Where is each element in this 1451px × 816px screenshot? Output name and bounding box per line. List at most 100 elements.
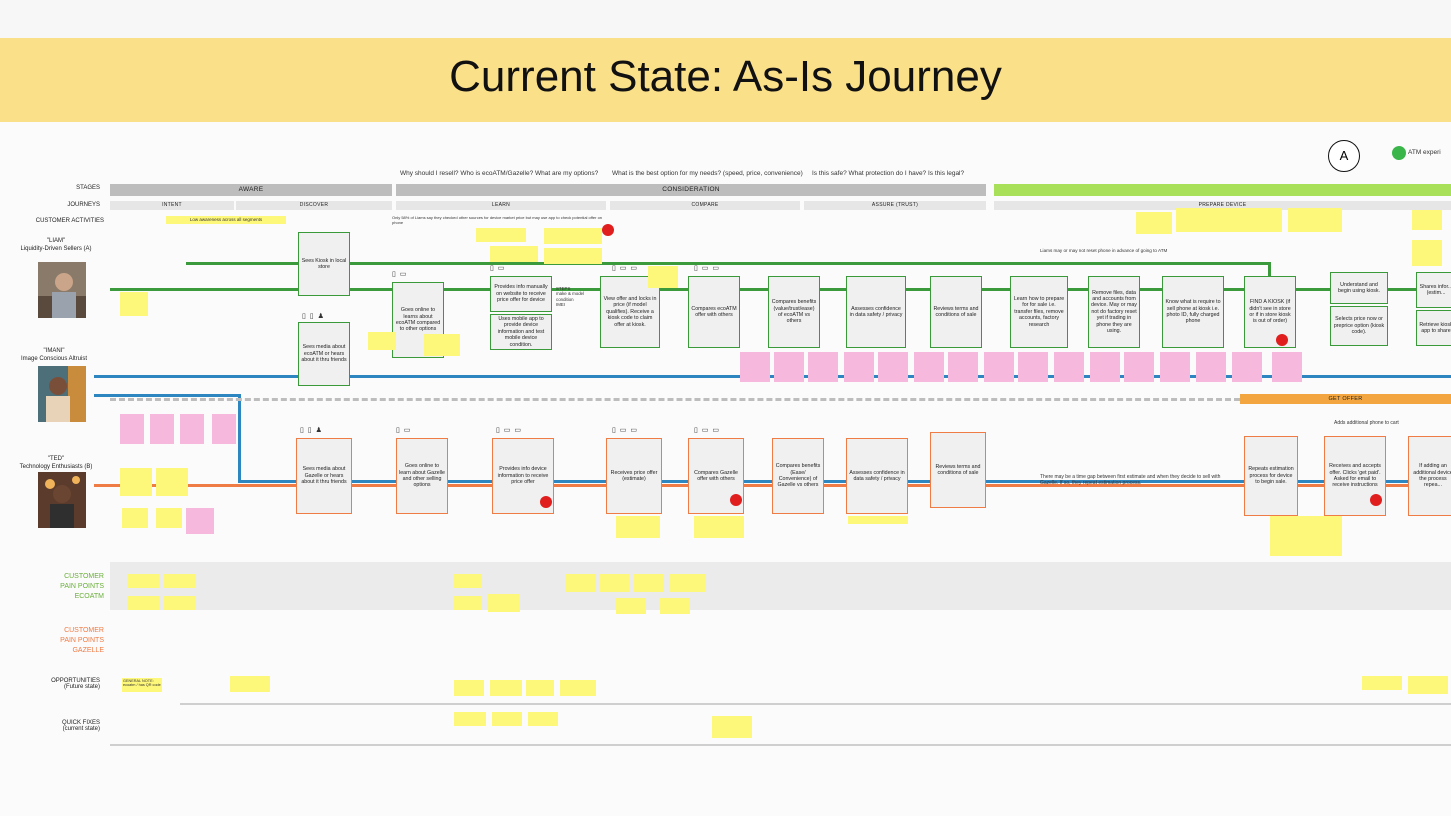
- rooting-note: Liams may or may not reset phone in adva…: [1040, 248, 1168, 253]
- sticky-note: [120, 468, 152, 496]
- pain-label-ecoatm: CUSTOMER PAIN POINTS ECOATM: [0, 572, 104, 601]
- opportunities-divider: [180, 703, 1451, 705]
- pink-sticky: [120, 414, 144, 444]
- pain-sticky: [600, 574, 630, 592]
- question-assure: Is this safe? What protection do I have?…: [812, 170, 965, 177]
- sticky-note: [1412, 240, 1442, 266]
- row-label-opportunities: OPPORTUNITIES (Future state): [0, 678, 100, 690]
- label-line: CUSTOMER: [64, 627, 104, 634]
- imani-branch-down: [238, 394, 241, 482]
- label-line: CUSTOMER: [64, 573, 104, 580]
- atm-experience-icon: [1392, 146, 1406, 160]
- gaz-card-terms: Reviews terms and conditions of sale: [930, 432, 986, 508]
- persona-code: "LIAM": [46, 238, 66, 244]
- ecoatm-pain-band: [110, 562, 1451, 610]
- pain-sticky: [670, 574, 706, 592]
- imani-branch: [94, 394, 239, 397]
- opportunity-sticky: [526, 680, 554, 696]
- activity-awareness-note: Low awareness across all segments: [166, 216, 286, 224]
- row-label-activities: CUSTOMER ACTIVITIES: [35, 218, 104, 224]
- persona-ted-photo: [38, 472, 86, 528]
- sticky-note: [1288, 208, 1342, 232]
- pink-sticky: [1054, 352, 1084, 382]
- eco-card-view-offer: View offer and locks in price (if model …: [600, 276, 660, 348]
- steps-item: make & model: [556, 291, 585, 297]
- opportunity-sticky: [560, 680, 596, 696]
- journey-learn: LEARN: [396, 201, 606, 210]
- eco-card-compares-offer: Compares ecoATM offer with others: [688, 276, 740, 348]
- sticky-note: [544, 228, 602, 244]
- device-icons: ▯ ▭: [490, 265, 506, 272]
- pink-sticky: [740, 352, 770, 382]
- row-label-quick-fixes: QUICK FIXES (current state): [0, 720, 100, 732]
- sticky-note: [490, 246, 538, 262]
- persona-name: Image Conscious Altruist: [20, 355, 88, 362]
- pink-sticky: [878, 352, 908, 382]
- persona-imani-photo: [38, 366, 86, 422]
- row-label-stages: STAGES: [76, 185, 100, 191]
- label-line: (current state): [62, 726, 100, 732]
- sticky-note: [122, 508, 148, 528]
- gaz-card-data-safety: Assesses confidence in data safety / pri…: [846, 438, 908, 514]
- eco-card-sees-kiosk: Sees Kiosk in local store: [298, 232, 350, 296]
- page-title: Current State: As-Is Journey: [449, 52, 1002, 101]
- device-icons: ▯ ▭ ▭: [612, 427, 638, 434]
- pink-sticky: [186, 508, 214, 534]
- persona-ted-title: "TED" Technology Enthusiasts (B): [6, 456, 106, 472]
- eco-card-terms: Reviews terms and conditions of sale: [930, 276, 982, 348]
- quick-fix-divider: [110, 744, 1451, 746]
- label-line: QUICK FIXES: [61, 720, 100, 726]
- device-icons: ▯ ▭ ▭: [496, 427, 522, 434]
- quick-fix-sticky: [492, 712, 522, 726]
- sticky-note: [648, 266, 678, 288]
- device-icons: ▯ ▭: [396, 427, 412, 434]
- quick-fix-sticky: [454, 712, 486, 726]
- imani-journey-line: [94, 375, 1451, 378]
- stage-consideration: CONSIDERATION: [396, 184, 986, 196]
- pain-sticky: [164, 596, 196, 610]
- pink-sticky: [774, 352, 804, 382]
- label-line: PAIN POINTS: [60, 582, 104, 590]
- eco-card-shares-info: Shares infor... (estim...: [1416, 272, 1451, 308]
- pink-sticky: [150, 414, 174, 444]
- eco-card-retrieve-kiosk: Retrieve kiosk app to share: [1416, 310, 1451, 346]
- question-aware: Why should I resell? Who is ecoATM/Gazel…: [400, 170, 599, 177]
- pink-sticky: [844, 352, 874, 382]
- journey-prepare: PREPARE DEVICE: [994, 201, 1451, 210]
- persona-imani-title: "IMANI" Image Conscious Altruist: [4, 348, 104, 364]
- journey-compare: COMPARE: [610, 201, 800, 210]
- eco-card-data-safety: Assesses confidence in data safety / pri…: [846, 276, 906, 348]
- journey-intent: INTENT: [110, 201, 234, 210]
- red-dot-marker: [540, 496, 552, 508]
- gaz-card-additional-device: If adding an additional device the proce…: [1408, 436, 1451, 516]
- eco-card-learn-prepare: Learn how to prepare for for sale i.e. t…: [1010, 276, 1068, 348]
- device-icons: ▯ ▭ ▭: [694, 427, 720, 434]
- pink-sticky: [1232, 352, 1262, 382]
- pain-sticky: [454, 596, 482, 610]
- gaz-card-receives-offer: Receives price offer (estimate): [606, 438, 662, 514]
- persona-name: Technology Enthusiasts (B): [19, 463, 93, 470]
- eco-card-compares-benefits: Compares benefits (value/trust/ease) of …: [768, 276, 820, 348]
- red-dot-marker: [602, 224, 614, 236]
- eco-card-find-kiosk: FIND A KIOSK (if didn't see in store or …: [1244, 276, 1296, 348]
- persona-liam-photo: [38, 262, 86, 318]
- persona-liam-title: "LIAM" Liquidity-Driven Sellers (A): [6, 238, 106, 254]
- eco-card-sees-media: Sees media about ecoATM or hears about i…: [298, 322, 350, 386]
- gaz-card-repeats-estimation: Repeats estimation process for device to…: [1244, 436, 1298, 516]
- sticky-note: [1412, 210, 1442, 230]
- pain-sticky: [488, 594, 520, 612]
- pink-sticky: [1090, 352, 1120, 382]
- sticky-note: [156, 508, 182, 528]
- journey-discover: DISCOVER: [236, 201, 392, 210]
- label-line: OPPORTUNITIES: [51, 678, 100, 684]
- opportunity-general-note: GENERAL NOTE: ecoatm / has QR code: [122, 678, 162, 692]
- persona-name: Liquidity-Driven Sellers (A): [20, 245, 92, 252]
- pain-sticky: [164, 574, 196, 588]
- device-icons: ▯ ▯ ♟: [302, 313, 325, 320]
- steps-title: STEPS: [556, 286, 571, 291]
- device-icons: ▯ ▭ ▭: [694, 265, 720, 272]
- gaz-card-sees-media: Sees media about Gazelle or hears about …: [296, 438, 352, 514]
- sticky-note: [1176, 208, 1282, 232]
- red-dot-marker: [1276, 334, 1288, 346]
- pain-sticky: [128, 574, 160, 588]
